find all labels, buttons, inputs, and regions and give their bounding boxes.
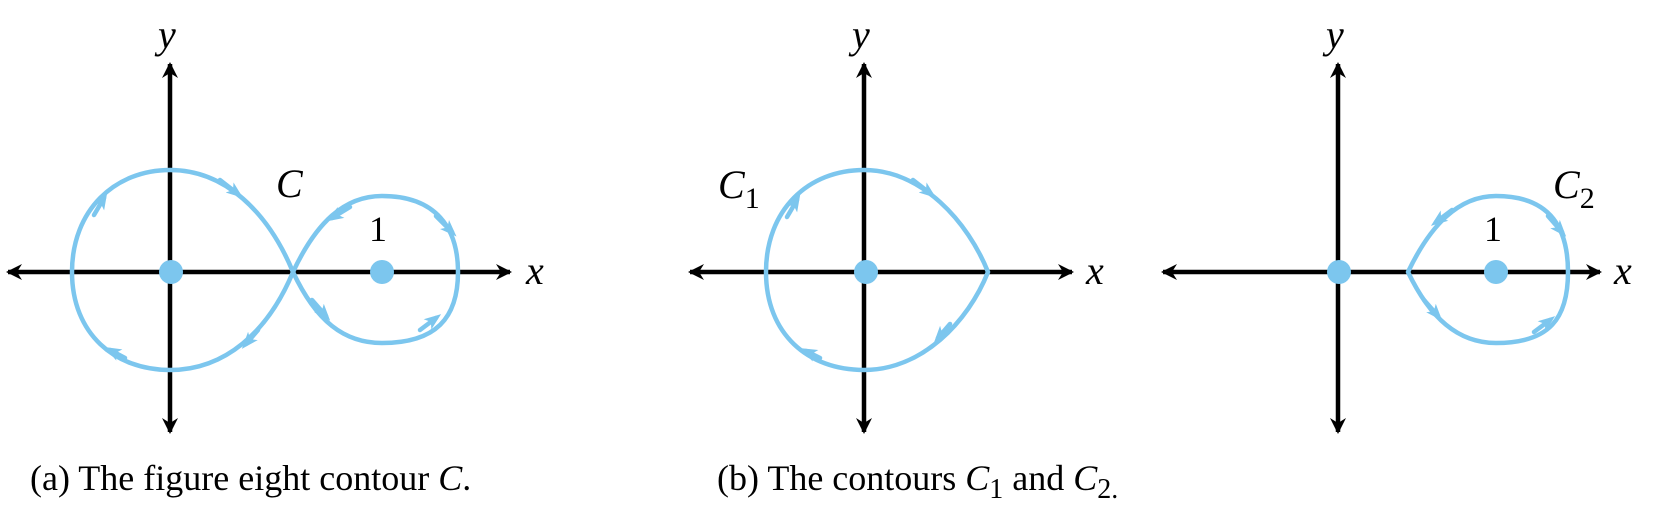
direction-arrow xyxy=(104,347,128,361)
panel-a: y x C 1 xyxy=(6,12,544,434)
caption-b-c1-sub: 1 xyxy=(989,474,1003,505)
direction-arrow xyxy=(910,177,937,198)
point-one-label: 1 xyxy=(369,209,387,249)
direction-arrow xyxy=(933,321,953,343)
contour-direction-arrows xyxy=(1421,207,1567,335)
contour-label-c: C xyxy=(276,161,304,206)
x-axis-label: x xyxy=(1613,248,1632,293)
caption-b-c2-sub: 2 xyxy=(1097,474,1111,505)
direction-arrow xyxy=(784,194,801,220)
direction-arrow xyxy=(1531,316,1556,335)
caption-a: (a) The figure eight contour C. xyxy=(30,458,471,498)
contour-c2 xyxy=(1405,193,1571,346)
caption-b: (b) The contours C1 and C2. xyxy=(717,458,1118,505)
direction-arrow xyxy=(1545,213,1567,237)
direction-arrow xyxy=(217,177,244,198)
y-axis-label: y xyxy=(1322,12,1344,57)
contour-label-letter: C xyxy=(718,162,746,207)
contour-direction-arrows xyxy=(91,177,457,361)
caption-b-text: (b) The contours xyxy=(717,458,965,498)
caption-b-c2: C xyxy=(1073,458,1098,498)
direction-arrow xyxy=(1430,207,1455,226)
direction-arrow xyxy=(91,192,108,218)
direction-arrow xyxy=(800,348,823,362)
origin-point xyxy=(159,260,183,284)
contour-label-subscript: 2 xyxy=(1580,182,1595,215)
x-axis-label: x xyxy=(1085,248,1104,293)
direction-arrow xyxy=(241,327,261,349)
direction-arrow xyxy=(309,297,331,321)
panel-b-left: y x C1 xyxy=(688,12,1104,434)
caption-b-period: . xyxy=(1111,474,1118,505)
contour-direction-arrows xyxy=(784,177,953,362)
x-axis-label: x xyxy=(525,248,544,293)
figure-eight-contour xyxy=(69,167,461,373)
direction-arrow xyxy=(417,314,442,333)
origin-point xyxy=(854,260,878,284)
caption-b-c1: C xyxy=(965,458,990,498)
direction-arrow xyxy=(326,204,353,222)
caption-a-period: . xyxy=(462,458,471,498)
panel-b-right: y x 1 C2 xyxy=(1161,12,1632,434)
contour-label-letter: C xyxy=(1553,162,1581,207)
caption-a-contour: C xyxy=(438,458,463,498)
contour-label-c1: C1 xyxy=(718,162,760,215)
y-axis-label: y xyxy=(154,12,176,57)
point-one-label: 1 xyxy=(1484,209,1502,249)
point-at-one xyxy=(370,260,394,284)
y-axis-label: y xyxy=(848,12,870,57)
caption-a-text: (a) The figure eight contour xyxy=(30,458,438,498)
direction-arrow xyxy=(1421,297,1443,321)
contour-label-subscript: 1 xyxy=(745,182,760,215)
caption-b-and: and xyxy=(1003,458,1073,498)
contour-label-c2: C2 xyxy=(1553,162,1595,215)
direction-arrow xyxy=(433,213,457,237)
point-at-one xyxy=(1484,260,1508,284)
origin-point xyxy=(1327,260,1351,284)
